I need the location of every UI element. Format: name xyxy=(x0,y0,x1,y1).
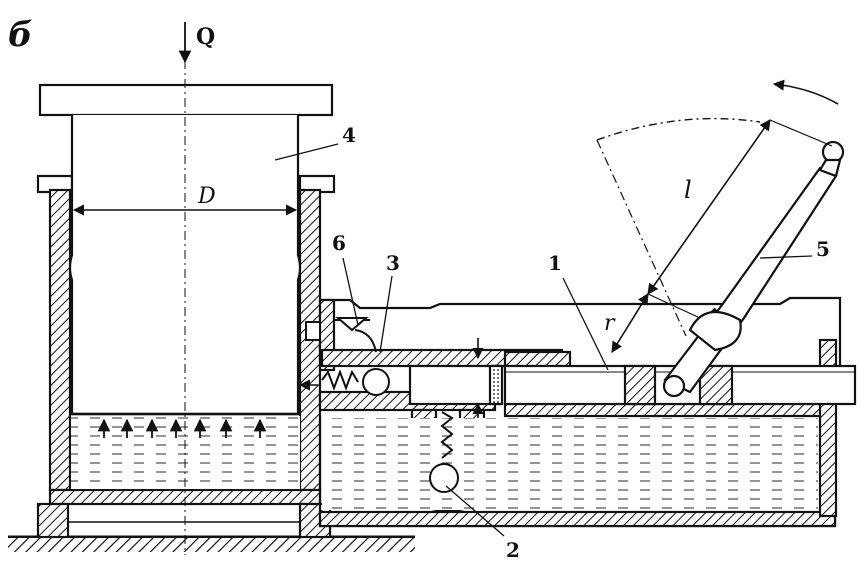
ground-base xyxy=(8,535,415,552)
length-ext-top xyxy=(769,119,833,147)
part-label-3: 3 xyxy=(386,251,400,275)
leader-4 xyxy=(274,143,339,161)
leader-6 xyxy=(342,257,359,326)
part-label-1: 1 xyxy=(548,251,562,275)
ram-piston xyxy=(38,83,334,416)
leader-3 xyxy=(379,275,393,353)
load-label: Q xyxy=(196,24,215,50)
motion-arrow xyxy=(772,79,839,105)
pump-plunger xyxy=(408,364,857,406)
part-label-4: 4 xyxy=(342,123,356,147)
radius-ext xyxy=(647,293,701,319)
length-label: l xyxy=(684,176,692,204)
diameter-label: D xyxy=(197,184,216,209)
length-dimension xyxy=(647,119,771,295)
pressure-arrows xyxy=(97,418,267,438)
part-label-2: 2 xyxy=(506,538,520,562)
radius-line xyxy=(596,139,687,337)
corner-mark: б xyxy=(8,15,33,55)
radius-dimension xyxy=(611,293,649,353)
leader-1 xyxy=(562,277,609,371)
leader-5 xyxy=(759,255,813,259)
reservoir-oil xyxy=(322,418,818,510)
suction-valve xyxy=(429,411,459,493)
part-label-6: 6 xyxy=(332,231,346,255)
leader-2 xyxy=(445,485,505,537)
radius-label: r xyxy=(604,311,616,336)
delivery-valve xyxy=(321,368,390,396)
release-valve xyxy=(305,317,377,353)
part-label-5: 5 xyxy=(816,237,830,261)
